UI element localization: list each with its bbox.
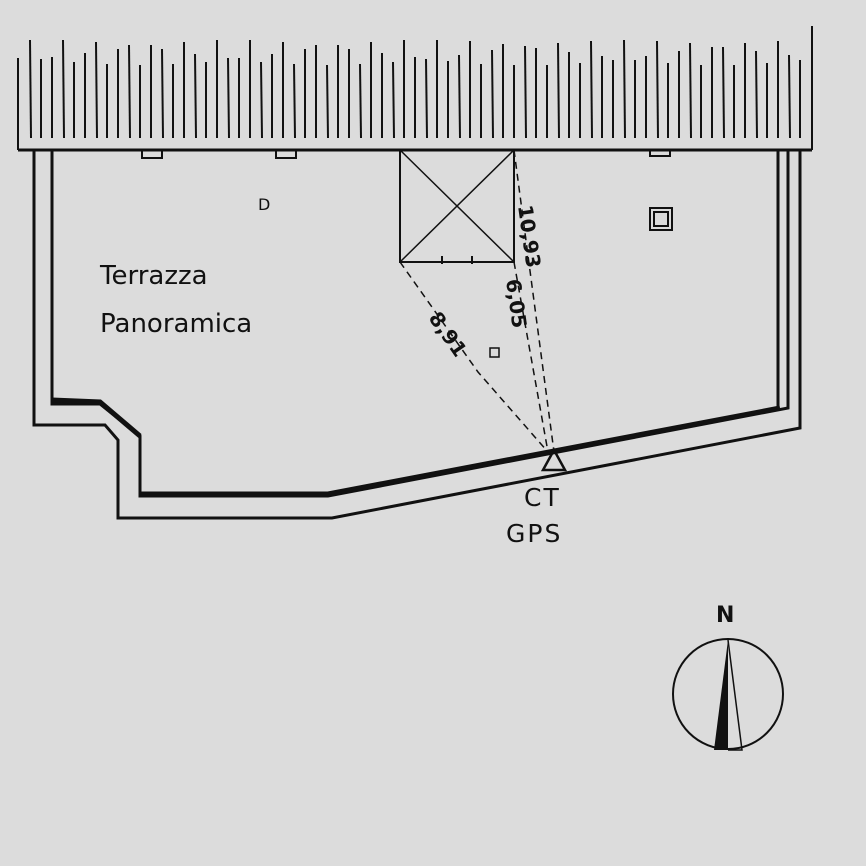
roof-tick [458,54,461,139]
void-ticks [441,256,473,264]
roof-tick [194,53,197,139]
outer-wall [32,150,802,520]
roof-tick [524,45,527,139]
roof-hatching [17,26,813,152]
roof-tick [557,42,560,139]
north-arrow-compass: N [672,603,784,751]
void-cross [399,149,515,263]
station-label-gps: GPS [506,519,562,548]
roof-tick [326,64,329,139]
roof-edges [17,26,813,150]
roof-tick [590,40,593,139]
fixture-d-label: D [258,195,270,214]
roof-tick [359,63,362,139]
notch-2 [275,150,297,159]
void-box [399,150,515,263]
roof-tick [755,50,758,139]
dim-label-6-05: 6,05 [501,277,532,329]
roof-tick [161,48,164,139]
measurement-lines [399,149,555,453]
notch-1 [141,150,163,159]
dim-label-10-93: 10,93 [513,203,546,269]
roof-tick [689,42,692,139]
north-label: N [716,603,734,628]
roof-tick [392,61,395,139]
square-fixture [649,207,673,231]
room-label-line1: Terrazza [99,261,208,291]
dim-line-10-93 [513,149,555,453]
room-label-line2: Panoramica [100,309,252,339]
gps-station-marker [540,447,568,472]
roof-tick [62,39,65,139]
roof-tick [29,39,32,139]
small-square-symbol [489,347,500,358]
square-fixture-inner [653,211,669,227]
roof-tick [722,46,725,139]
dim-line-6-05 [513,261,549,453]
station-label-ct: CT [524,483,561,512]
dim-line-8-91 [399,261,549,453]
compass-needle-dark [714,640,728,750]
roof-tick [260,61,263,139]
wall-thick-south [140,405,781,497]
roof-tick [293,63,296,139]
roof-tick [128,44,131,139]
roof-tick [425,58,428,139]
void-opening [399,149,515,264]
roof-tick [95,41,98,139]
compass-needle-light [727,639,743,751]
roof-tick [227,57,230,139]
roof-tick [788,54,791,139]
roof-tick [623,39,626,139]
notch-3 [649,150,671,157]
roof-tick [656,40,659,139]
roof-tick [491,49,494,139]
roof-tick-group [29,39,801,139]
wall-thick-corner [51,397,142,438]
